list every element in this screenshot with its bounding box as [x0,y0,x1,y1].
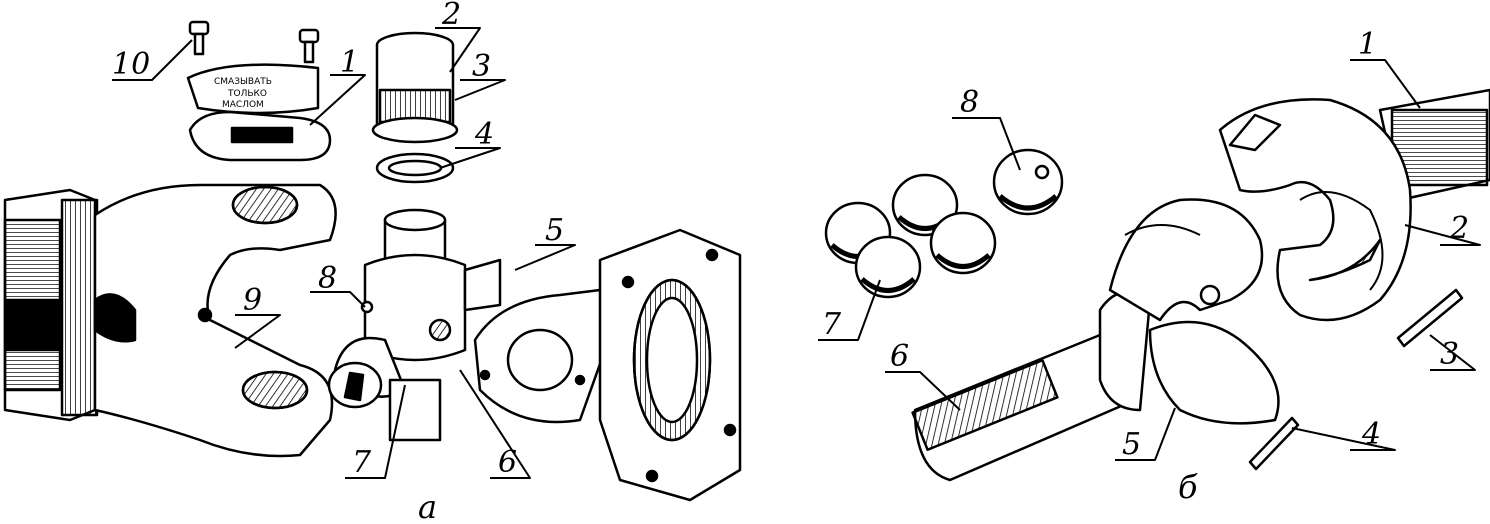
yoke-9-illustration [93,183,337,458]
figure-a-sublabel: а [418,488,437,524]
callout-b-5: 5 [1122,427,1141,462]
pin-4-illustration [1248,416,1300,471]
gasket-1-illustration [188,110,332,162]
callout-a-2: 2 [441,0,461,32]
callout-a-8: 8 [318,261,337,296]
callout-b-8: 8 [960,85,979,120]
bolt-10-illustration [188,20,320,64]
balls-7-illustration [824,173,997,299]
callout-b-6: 6 [890,339,909,374]
leader-lines-a [112,27,576,479]
callout-a-9: 9 [243,283,262,318]
plate-line-2: ТОЛЬКО [227,89,267,99]
figure-b-sublabel: б [1178,468,1198,506]
bearing-cup-2-illustration [371,31,459,144]
fork-5-shaft-illustration [911,198,1280,482]
callout-a-4: 4 [474,117,494,152]
cross-spider-illustration [327,208,502,442]
callout-b-4: 4 [1361,417,1381,452]
plate-line-3: МАСЛОМ [222,100,264,110]
callout-a-5: 5 [545,213,564,248]
housing-left-illustration [3,188,99,422]
figure-a: СМАЗЫВАТЬ ТОЛЬКО МАСЛОМ [3,0,742,524]
callout-b-1: 1 [1358,27,1377,62]
callout-a-10: 10 [112,47,150,82]
lubrication-plate: СМАЗЫВАТЬ ТОЛЬКО МАСЛОМ [186,63,320,115]
plate-line-1: СМАЗЫВАТЬ [214,77,272,87]
pin-3-illustration [1396,288,1464,348]
callout-a-7: 7 [352,445,372,480]
callout-b-2: 2 [1449,211,1469,246]
flange-5-illustration [473,228,742,502]
callout-b-7: 7 [822,307,842,342]
callout-b-3: 3 [1440,337,1459,372]
figure-b: б 8 7 6 1 2 3 4 5 [818,27,1490,506]
fork-2-shaft-illustration [1218,88,1490,322]
callout-a-1: 1 [340,45,359,80]
callout-a-6: 6 [498,445,517,480]
callout-a-3: 3 [472,49,491,84]
ball-8-illustration [992,148,1064,216]
leader-lines-b [818,59,1481,461]
